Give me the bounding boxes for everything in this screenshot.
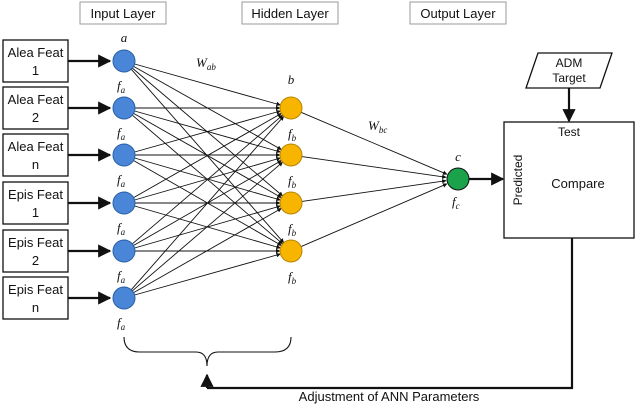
- input-feature-index: n: [32, 300, 39, 315]
- input-feature-2: Alea Feat n: [2, 133, 69, 177]
- edge-b0-c: [300, 111, 448, 175]
- header-hidden-label: Hidden Layer: [251, 6, 329, 21]
- input-feature-3: Epis Feat 1: [2, 181, 69, 225]
- label-w-bc: Wbc: [368, 118, 387, 135]
- edge-a5-b0: [130, 115, 285, 290]
- feedback-label: Adjustment of ANN Parameters: [299, 389, 480, 404]
- hidden-node-1: [279, 143, 303, 167]
- input-feature-index: 2: [32, 253, 39, 268]
- edge-a2-b0: [134, 109, 281, 153]
- label-f-b-0: fb: [288, 126, 297, 143]
- input-feature-5: Epis Feat n: [2, 276, 69, 320]
- input-feature-label: Alea Feat: [8, 45, 64, 60]
- compare-test-label: Test: [558, 125, 581, 139]
- input-node-4: [112, 239, 136, 263]
- hidden-node-3: [279, 239, 303, 263]
- hidden-node-0: [279, 96, 303, 120]
- hidden-nodes: fb fb fb fb: [279, 96, 303, 286]
- input-feature-0: Alea Feat 1: [2, 39, 69, 83]
- input-feature-index: 2: [32, 110, 39, 125]
- hidden-node-2: [279, 191, 303, 215]
- edge-a5-b1: [132, 161, 283, 292]
- edge-a5-b3: [134, 252, 281, 296]
- edges-input-to-hidden: [130, 63, 285, 296]
- input-nodes: fa fa fa fa fa fa: [112, 49, 136, 332]
- label-f-a-1: fa: [117, 125, 126, 142]
- input-node-0: [112, 49, 136, 73]
- feedback-line: [207, 238, 574, 390]
- input-feature-4: Epis Feat 2: [2, 229, 69, 273]
- header-hidden-layer: Hidden Layer: [241, 1, 339, 25]
- label-f-b-2: fb: [288, 221, 297, 238]
- input-node-3: [112, 191, 136, 215]
- header-output-layer: Output Layer: [409, 1, 507, 25]
- edge-b3-c: [300, 183, 448, 248]
- input-feature-label: Alea Feat: [8, 139, 64, 154]
- input-feature-index: 1: [32, 205, 39, 220]
- input-feature-label: Epis Feat: [8, 187, 63, 202]
- edge-a0-b0: [134, 63, 281, 107]
- edge-a3-b0: [133, 113, 282, 198]
- layer-brace: [123, 336, 292, 367]
- edges-hidden-to-output: [300, 111, 448, 248]
- label-f-a-3: fa: [117, 220, 126, 237]
- header-output-label: Output Layer: [420, 6, 496, 21]
- edge-a4-b0: [132, 114, 283, 245]
- compare-predicted-label: Predicted: [511, 155, 525, 206]
- input-feature-label: Alea Feat: [8, 92, 64, 107]
- edge-a5-b2: [133, 208, 282, 293]
- header-input-label: Input Layer: [90, 6, 156, 21]
- label-f-a-0: fa: [117, 78, 126, 95]
- input-feature-index: 1: [32, 63, 39, 78]
- label-f-a-2: fa: [117, 172, 126, 189]
- edge-b1-c: [301, 156, 447, 179]
- label-f-b-1: fb: [288, 173, 297, 190]
- label-f-a-4: fa: [117, 268, 126, 285]
- input-feature-label: Epis Feat: [8, 282, 63, 297]
- input-feature-index: n: [32, 157, 39, 172]
- header-input-layer: Input Layer: [79, 1, 167, 25]
- compare-box: Test Compare Predicted: [503, 121, 635, 239]
- label-f-a-5: fa: [117, 315, 126, 332]
- label-c: c: [455, 149, 461, 164]
- input-node-2: [112, 143, 136, 167]
- output-node: [446, 167, 470, 191]
- label-a: a: [121, 30, 128, 45]
- input-node-1: [112, 96, 136, 120]
- label-f-c: fc: [452, 194, 460, 211]
- adm-target-box: ADM Target: [525, 52, 613, 89]
- input-feature-label: Epis Feat: [8, 235, 63, 250]
- target-line1: ADM: [556, 56, 583, 70]
- input-feature-1: Alea Feat 2: [2, 86, 69, 130]
- target-line2: Target: [552, 71, 586, 85]
- edge-a0-b2: [132, 67, 283, 197]
- label-f-b-3: fb: [288, 269, 297, 286]
- compare-label: Compare: [551, 176, 604, 191]
- label-b: b: [288, 72, 295, 87]
- edge-b2-c: [301, 179, 447, 202]
- input-node-5: [112, 286, 136, 310]
- label-w-ab: Wab: [196, 55, 216, 72]
